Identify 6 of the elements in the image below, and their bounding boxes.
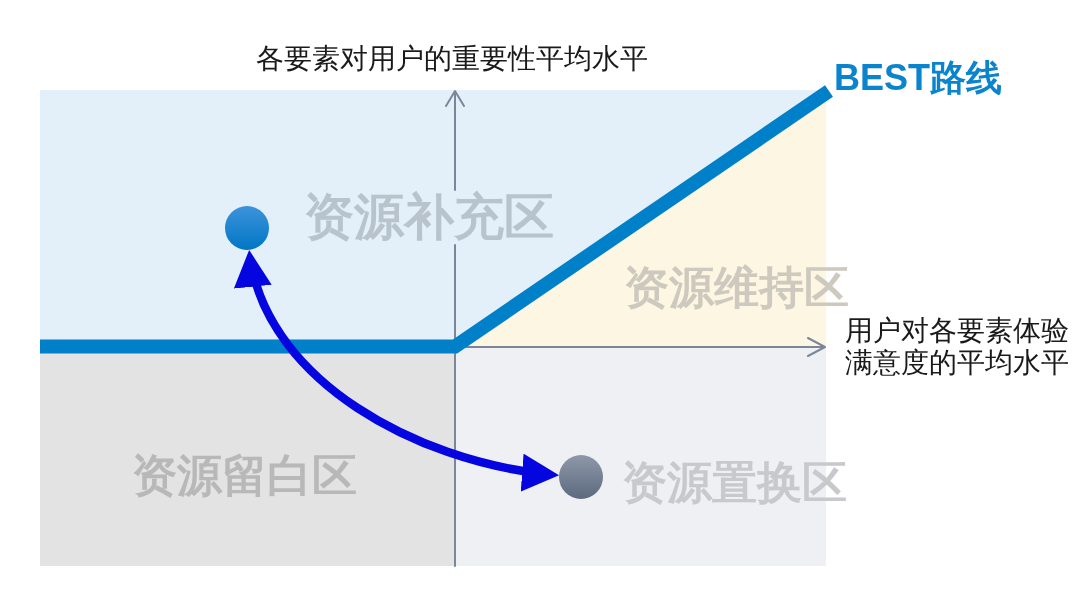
point-dot [559, 455, 603, 499]
point-dot [225, 206, 269, 250]
axis-label: 各要素对用户的重要性平均水平 [256, 45, 648, 73]
curved-arrow [237, 249, 560, 490]
axis-label: 用户对各要素体验满意度的平均水平 [845, 315, 1070, 379]
line-label: BEST路线 [834, 60, 1002, 96]
